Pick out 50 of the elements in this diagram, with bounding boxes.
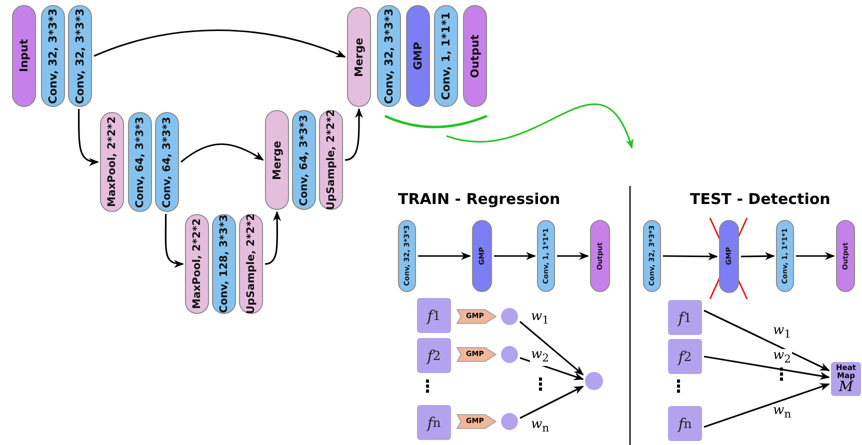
arrow bbox=[704, 310, 830, 372]
section-title: TRAIN - Regression bbox=[398, 191, 560, 208]
neuron-circle bbox=[501, 346, 518, 363]
arrow bbox=[344, 108, 364, 161]
gmp-layer-pill: GMP bbox=[406, 5, 430, 107]
conv-layer-pill: Conv, 64, 3*3*3 bbox=[155, 112, 179, 212]
conv-layer-pill: Conv, 32, 3*3*3 bbox=[377, 5, 401, 107]
arrow bbox=[94, 29, 346, 58]
chevron-arrow bbox=[456, 347, 497, 362]
heat-map-box bbox=[831, 362, 861, 396]
output-neuron-circle bbox=[585, 372, 603, 390]
conv-layer-pill: Conv, 32, 3*3*3 bbox=[41, 5, 65, 107]
ellipsis: ⋮ bbox=[532, 376, 549, 395]
arrow bbox=[78, 109, 99, 166]
section-title: TEST - Detection bbox=[690, 191, 830, 208]
input-layer-pill: Input bbox=[12, 5, 36, 107]
conv-layer-pill: Conv, 64, 3*3*3 bbox=[128, 112, 152, 212]
conv-layer-pill: Conv, 32, 3*3*3 bbox=[68, 5, 92, 107]
chevron-arrow bbox=[456, 309, 497, 324]
arrow bbox=[494, 252, 536, 260]
conv-layer-pill: Conv, 128, 3*3*3 bbox=[212, 214, 236, 314]
arrow bbox=[180, 143, 264, 163]
merge-layer-pill: Merge bbox=[265, 110, 289, 210]
arrow bbox=[704, 356, 830, 380]
pool-layer-pill: MaxPool, 2*2*2 bbox=[100, 112, 124, 212]
arrow bbox=[557, 252, 589, 260]
arrow bbox=[519, 320, 584, 376]
arrow bbox=[663, 252, 718, 260]
ellipsis: ⋮ bbox=[419, 378, 436, 397]
arrow bbox=[520, 357, 584, 380]
chevron-arrow bbox=[456, 414, 497, 429]
arrow bbox=[796, 252, 835, 260]
arrow bbox=[704, 383, 830, 428]
neuron-circle bbox=[501, 308, 518, 325]
conv-layer-pill: Conv, 1, 1*1*1 bbox=[434, 5, 458, 107]
edge-label: w$_{2}$ bbox=[530, 348, 550, 366]
arrow bbox=[446, 104, 633, 149]
arrow bbox=[740, 252, 775, 260]
upsample-layer-pill: UpSample, 2*2*2 bbox=[319, 110, 343, 210]
conv-layer-pill: Conv, 64, 3*3*3 bbox=[292, 110, 316, 210]
neuron-circle bbox=[501, 413, 518, 430]
merge-layer-pill: Merge bbox=[347, 7, 371, 107]
arrow bbox=[520, 386, 584, 419]
output-layer-pill: Output bbox=[463, 5, 487, 107]
upsample-layer-pill: UpSample, 2*2*2 bbox=[239, 214, 263, 314]
arrow bbox=[418, 252, 471, 260]
pool-layer-pill: MaxPool, 2*2*2 bbox=[185, 214, 209, 314]
math-symbol: M bbox=[838, 380, 854, 394]
ellipsis: ⋮ bbox=[670, 378, 687, 397]
arrow bbox=[164, 214, 184, 268]
